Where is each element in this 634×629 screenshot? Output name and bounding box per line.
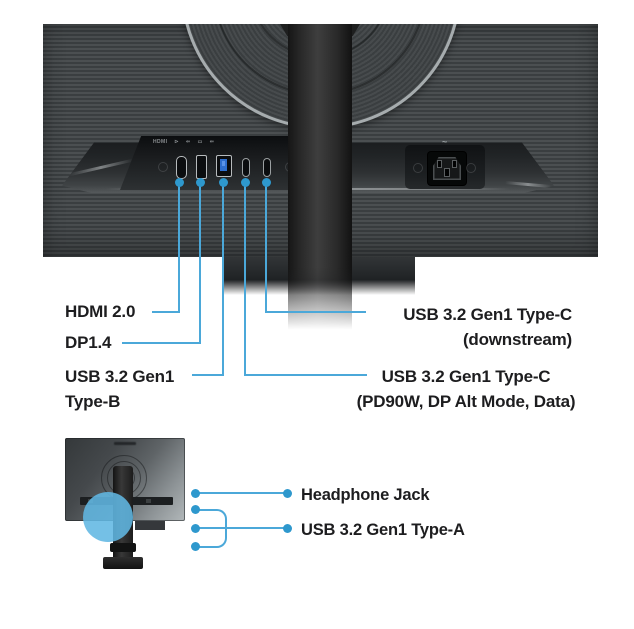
- brand-logo: [114, 442, 136, 445]
- power-prong-slot: [438, 161, 441, 167]
- callout-line: [199, 183, 201, 344]
- usb-b-port: [216, 155, 232, 177]
- label-usb-c-downstream: USB 3.2 Gen1 Type-C (downstream): [368, 302, 572, 352]
- usb-c-port-pd: [263, 158, 271, 177]
- usb-ss-icon-2: ⇐: [209, 139, 215, 145]
- power-prong-slot: [445, 169, 449, 176]
- usb-b-port-pin: [222, 161, 225, 166]
- screw-icon: [414, 164, 422, 172]
- power-prong-slot: [453, 161, 456, 167]
- callout-dot-usb-c-down: [262, 178, 271, 187]
- label-usb-c-downstream-line1: USB 3.2 Gen1 Type-C: [403, 305, 572, 324]
- hdmi-port: [176, 156, 187, 179]
- callout-dot-hdmi: [175, 178, 184, 187]
- screw-icon: [467, 164, 475, 172]
- dp-port: [196, 155, 207, 179]
- dp-port-icon: ⊳: [174, 139, 179, 145]
- label-usb-a: USB 3.2 Gen1 Type-A: [301, 521, 465, 539]
- stand-pole: [288, 24, 352, 336]
- callout-line: [178, 183, 180, 313]
- hdmi-port-label: HDMI: [153, 139, 168, 145]
- power-inlet-c14: [428, 152, 466, 185]
- screw-icon: [159, 163, 167, 171]
- label-usb-c-pd-line2: (PD90W, DP Alt Mode, Data): [356, 392, 576, 411]
- callout-dot-usb-a-2: [191, 524, 200, 533]
- callout-dot-dp: [196, 178, 205, 187]
- side-port-highlight-circle: [83, 492, 133, 542]
- callout-dot-usb-a-1: [191, 505, 200, 514]
- callout-dot-usb-a-3: [191, 542, 200, 551]
- label-usb-b-line2: Type-B: [65, 392, 121, 411]
- callout-line: [222, 183, 224, 376]
- callout-line: [265, 183, 267, 313]
- callout-line: [195, 492, 287, 494]
- usb-c-port-downstream: [242, 158, 250, 177]
- callout-line: [244, 183, 246, 376]
- callout-dot-usb-c-pd: [241, 178, 250, 187]
- mini-cable-clip: [110, 543, 136, 552]
- label-usb-c-downstream-line2: (downstream): [462, 330, 572, 349]
- mini-port: [146, 499, 151, 503]
- callout-line: [122, 342, 201, 344]
- callout-dot-headphone-label: [283, 489, 292, 498]
- callout-line: [192, 374, 224, 376]
- mini-hinge-block: [135, 521, 165, 530]
- usb-c-icon: ▭: [197, 139, 203, 145]
- callout-line: [152, 311, 180, 313]
- callout-dot-usb-a-label: [283, 524, 292, 533]
- callout-line: [265, 311, 366, 313]
- callout-dot-usb-b: [219, 178, 228, 187]
- port-label-strip: HDMI ⊳ ⇐ ▭ ⇐: [153, 137, 293, 147]
- usb-ss-icon: ⇐: [185, 139, 191, 145]
- label-usb-c-pd: USB 3.2 Gen1 Type-C (PD90W, DP Alt Mode,…: [356, 364, 576, 414]
- callout-line: [244, 374, 367, 376]
- label-usb-b: USB 3.2 Gen1 Type-B: [65, 364, 174, 414]
- label-usb-b-line1: USB 3.2 Gen1: [65, 367, 175, 386]
- label-headphone-jack: Headphone Jack: [301, 486, 430, 504]
- ac-power-icon: ~: [442, 137, 448, 147]
- label-usb-c-pd-line1: USB 3.2 Gen1 Type-C: [381, 367, 551, 386]
- label-hdmi: HDMI 2.0: [65, 302, 136, 321]
- label-dp: DP1.4: [65, 333, 112, 352]
- callout-dot-headphone: [191, 489, 200, 498]
- callout-line: [195, 527, 287, 529]
- mini-stand-base: [103, 557, 143, 569]
